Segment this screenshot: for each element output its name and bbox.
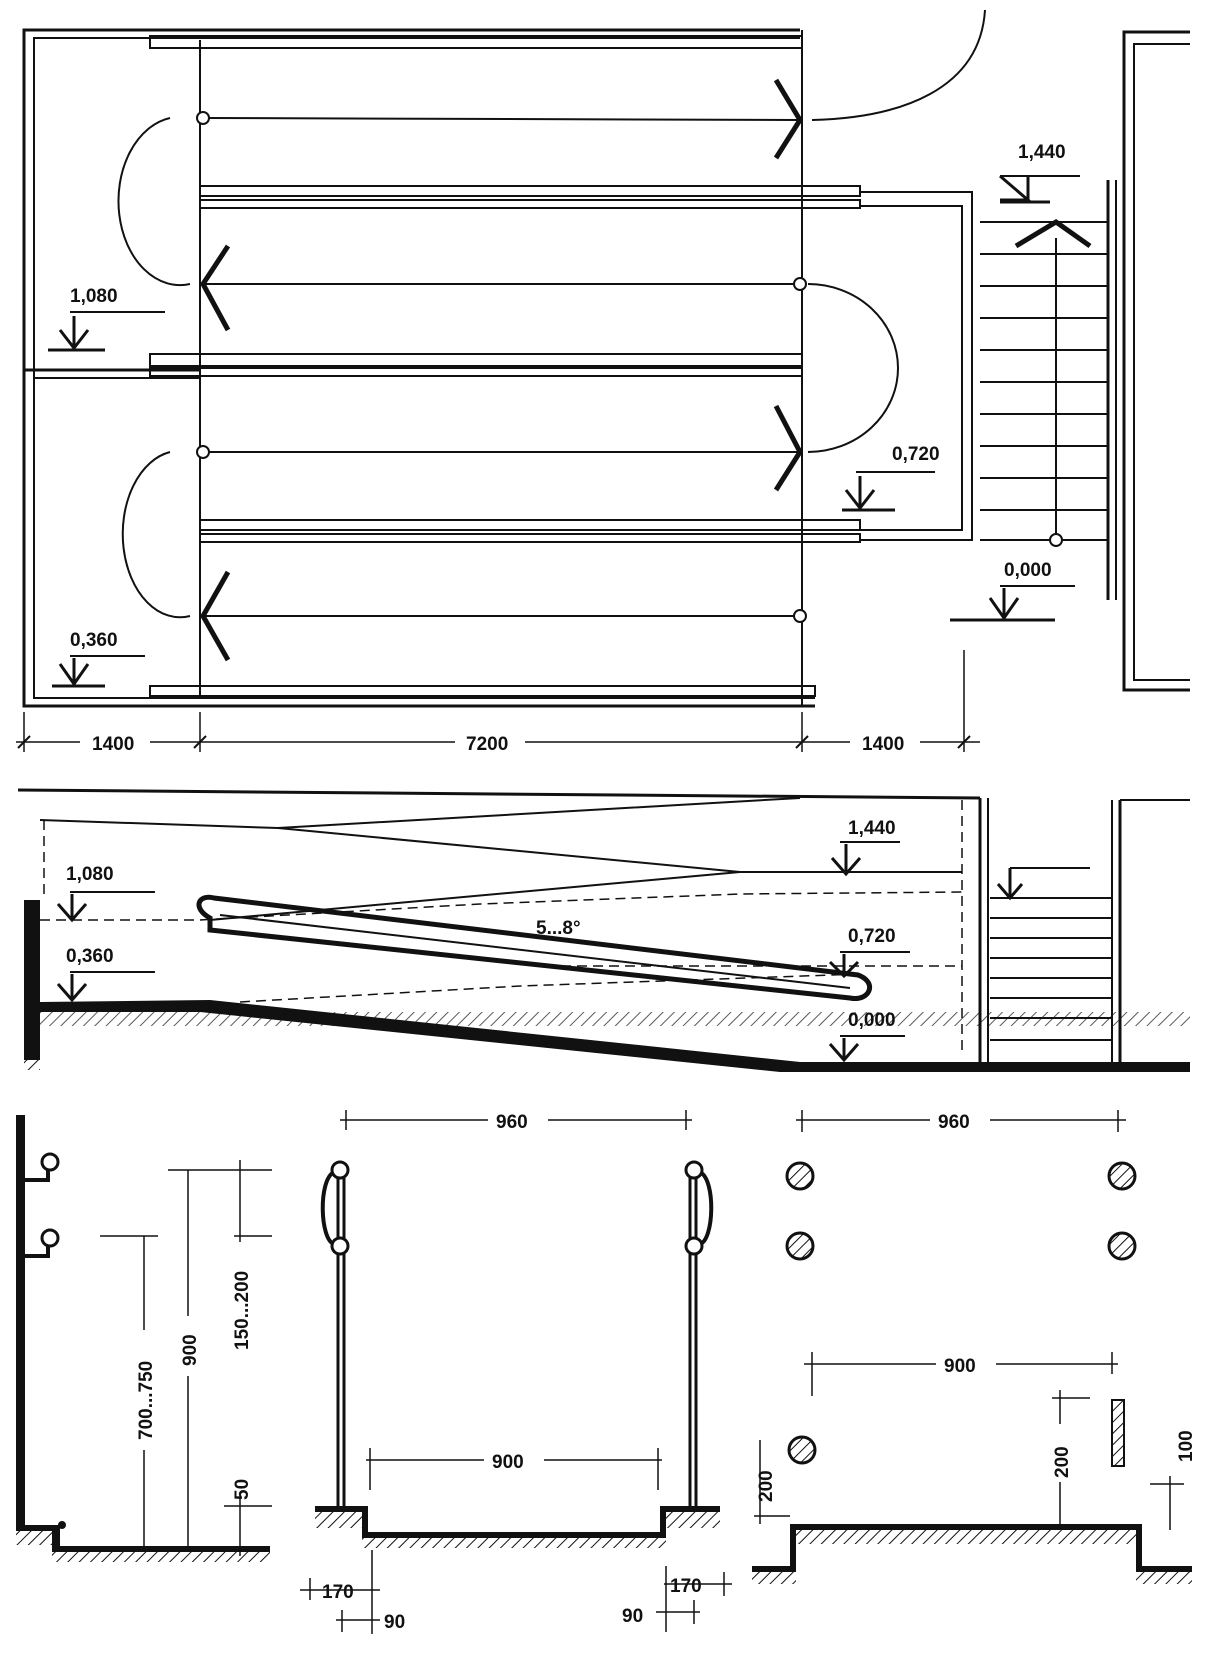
level-label: 1,440 (1018, 142, 1066, 163)
ramp-run-3 (196, 404, 803, 492)
section-stairs (978, 798, 1122, 1062)
section-level-0000: 0,000 (828, 1010, 905, 1063)
dim-clear-width: 900 (944, 1356, 976, 1377)
level-label: 0,360 (70, 630, 118, 651)
level-label: 1,080 (66, 864, 114, 885)
rail-section (1107, 1231, 1137, 1261)
railing-strip (149, 685, 816, 697)
plan-level-0360: 0,360 (52, 630, 145, 688)
dim-right-inset: 90 (622, 1606, 643, 1627)
level-label: 0,720 (892, 444, 940, 465)
detail-side-handrail: 700...750 900 150...200 50 (16, 1115, 272, 1562)
dim-clear-width: 900 (492, 1452, 524, 1473)
level-label: 0,000 (1004, 560, 1052, 581)
level-label: 0,360 (66, 946, 114, 967)
direction-arrow-icon (200, 244, 231, 332)
railing-strip (199, 185, 861, 197)
section-left-wall (24, 900, 40, 1060)
detail-curb-rails: 960 900 200 200 100 (752, 1106, 1197, 1584)
ramp-run-4 (200, 570, 807, 662)
section-view: 1,440 1,080 0,720 0,360 0,000 5...8° (17, 788, 1190, 1072)
level-label: 0,720 (848, 926, 896, 947)
dim-edge: 50 (232, 1479, 253, 1500)
dim-height-range: 700...750 (136, 1361, 157, 1440)
plan-level-0720: 0,720 (842, 444, 940, 512)
dim-left-inset: 90 (384, 1612, 405, 1633)
dim-top-width: 960 (938, 1112, 970, 1133)
railing-strip (199, 199, 861, 209)
slope-label: 5...8° (536, 918, 581, 939)
dim-left-offset: 170 (322, 1582, 354, 1603)
dim-right: 1400 (862, 734, 904, 755)
dim-top-width: 960 (496, 1112, 528, 1133)
ramp-run-1 (196, 78, 803, 160)
dim-spacing: 150...200 (232, 1271, 253, 1350)
level-label: 1,080 (70, 286, 118, 307)
plan-level-1440: 1,440 (999, 142, 1080, 204)
plan-level-1080: 1,080 (48, 286, 165, 352)
plan-outer-wall-inner (33, 37, 815, 699)
plan-stairs (980, 219, 1108, 547)
turn-arc (117, 117, 191, 287)
dim-right-height: 200 (1052, 1446, 1073, 1478)
dim-right-offset: 170 (670, 1576, 702, 1597)
dim-left-height: 200 (756, 1470, 777, 1502)
detail-front-handrails: 960 900 170 90 170 90 (300, 1106, 732, 1634)
turn-arc (807, 283, 899, 453)
section-level-1440: 1,440 (830, 818, 1090, 901)
rail-section (785, 1161, 815, 1191)
rail-section (785, 1231, 815, 1261)
section-level-1080: 1,080 (56, 864, 155, 923)
curb-plate (1111, 1399, 1125, 1467)
dim-height-900: 900 (180, 1334, 201, 1366)
section-floor (40, 1000, 1190, 1072)
direction-arrow-icon (773, 404, 803, 492)
handrail-loop (196, 894, 873, 1001)
dim-left: 1400 (92, 734, 134, 755)
railing-strip (199, 519, 861, 531)
level-label: 1,440 (848, 818, 896, 839)
stairs-up-arrow-icon (1014, 219, 1092, 249)
level-label: 0,000 (848, 1010, 896, 1031)
rail-section (1107, 1161, 1137, 1191)
plan-view: 1,440 1,080 0,720 0,360 0,000 (16, 9, 1190, 755)
direction-arrow-icon (773, 78, 803, 160)
railing-strip (149, 367, 803, 377)
plan-dimension-line: 1400 7200 1400 (16, 650, 980, 755)
plan-level-0000: 0,000 (950, 560, 1075, 622)
railing-strip (149, 353, 803, 367)
plan-outer-wall (22, 28, 815, 708)
ramp-run-2 (200, 244, 807, 332)
dim-kerb: 100 (1176, 1430, 1197, 1462)
railing-strip (199, 533, 861, 543)
section-level-0720: 0,720 (828, 926, 910, 979)
entry-arc (811, 9, 986, 121)
direction-arrow-icon (200, 570, 231, 662)
dim-middle: 7200 (466, 734, 508, 755)
turn-arc (121, 451, 191, 619)
section-level-0360: 0,360 (56, 946, 155, 1003)
rail-section (787, 1435, 817, 1465)
